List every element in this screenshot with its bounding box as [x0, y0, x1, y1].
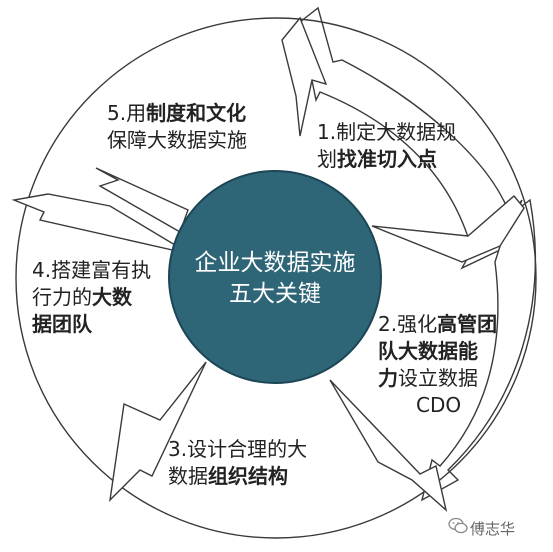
arrowhead-right: [371, 195, 525, 263]
step-4-text-2: 行力的: [32, 285, 92, 309]
step-2-text: 2.强化: [378, 312, 438, 336]
step-5-bold: 制度和文化: [146, 101, 247, 125]
step-4-bold: 大数: [92, 285, 132, 309]
step-3-text-2: 数据: [168, 464, 208, 488]
step-4-text: 4.搭建富有执: [32, 258, 152, 282]
step-2-bold-2: 队大数据能: [378, 339, 478, 363]
cycle-arrow-2: [420, 198, 536, 502]
step-3-label: 3.设计合理的大 数据组织结构: [168, 436, 307, 490]
step-5-text: 5.用: [107, 101, 147, 125]
center-title: 企业大数据实施 五大关键: [180, 248, 370, 310]
step-1-text: 1.制定大数据规: [317, 120, 457, 144]
center-title-line-1: 企业大数据实施: [194, 250, 356, 276]
center-hub: [168, 170, 382, 384]
arrowhead-top: [281, 16, 328, 137]
step-3-text: 3.设计合理的大: [168, 437, 308, 461]
step-1-bold-2: 找准切入点: [337, 147, 437, 171]
step-5-text-2: 保障大数据实施: [107, 128, 247, 152]
arrowhead-left: [11, 193, 191, 255]
step-3-bold: 组织结构: [208, 464, 288, 488]
step-2-label: 2.强化高管团 队大数据能 力设立数据 CDO: [378, 311, 497, 419]
center-title-line-2: 五大关键: [229, 281, 321, 307]
step-2-bold: 高管团: [437, 312, 498, 336]
step-2-text-4: CDO: [416, 393, 462, 417]
wechat-icon: [448, 517, 468, 534]
step-1-label: 1.制定大数据规 划找准切入点: [317, 119, 456, 173]
step-2-bold-3: 力: [378, 366, 398, 390]
watermark-text: 傅志华: [470, 520, 516, 538]
step-4-bold-2: 据团队: [32, 312, 92, 336]
arrowhead-top-left: [95, 167, 189, 234]
outer-ring: [15, 17, 537, 539]
arrowhead-bottom-right: [329, 379, 448, 512]
step-4-label: 4.搭建富有执 行力的大数 据团队: [32, 257, 151, 338]
step-1-text-2: 划: [317, 147, 337, 171]
step-5-label: 5.用制度和文化 保障大数据实施: [107, 100, 247, 154]
step-2-text-3: 设立数据: [398, 366, 478, 390]
arrowhead-bottom-left: [109, 361, 207, 502]
